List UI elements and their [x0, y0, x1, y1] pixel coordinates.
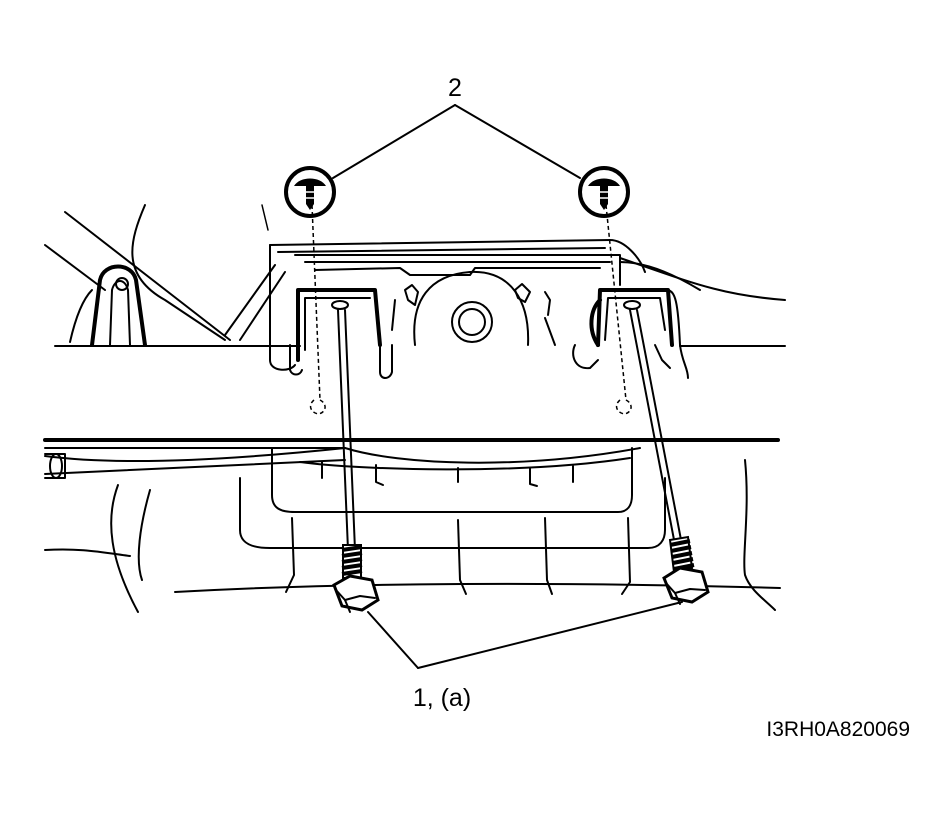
left-mounting-bracket: [69, 264, 147, 347]
lower-panel: [239, 447, 666, 595]
bolt-icon-right: [662, 535, 710, 605]
figure-code: I3RH0A820069: [766, 718, 910, 741]
callout-leaders: [332, 104, 683, 669]
bolts-callout-label: 1, (a): [413, 684, 471, 712]
bolt-shafts: [337, 309, 683, 551]
bolt-icon-left: [332, 544, 380, 613]
clip-icon-right: [578, 166, 630, 218]
left-u-bracket: [289, 288, 393, 379]
air-bag-module: [261, 204, 646, 371]
alignment-guides: [309, 204, 632, 415]
right-u-bracket: [572, 288, 689, 379]
clips-callout-label: 2: [448, 74, 462, 102]
clip-icon-left: [284, 166, 336, 218]
